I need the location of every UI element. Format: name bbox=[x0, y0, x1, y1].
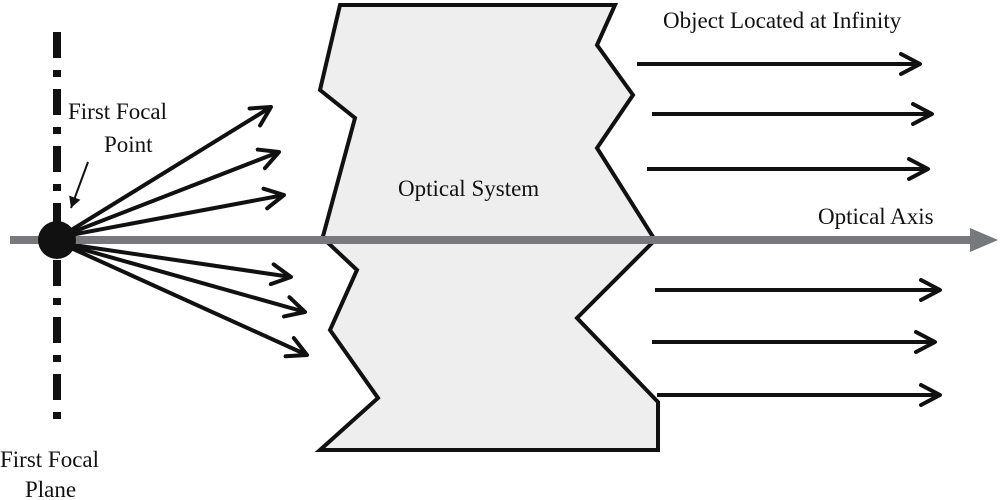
diverging-rays bbox=[58, 105, 309, 359]
diverging-ray bbox=[58, 105, 273, 239]
diverging-ray bbox=[59, 241, 293, 287]
diverging-ray bbox=[59, 241, 309, 359]
parallel-rays bbox=[637, 52, 942, 407]
first-focal-plane-label-line2: Plane bbox=[25, 477, 76, 500]
first-focal-point-label-line1: First Focal bbox=[68, 99, 167, 124]
optical-axis-arrowhead bbox=[970, 228, 998, 252]
optical-system-lower bbox=[314, 238, 660, 452]
diverging-ray bbox=[59, 186, 286, 239]
focal-point-pointer-arrow bbox=[69, 161, 89, 209]
optical-axis-label: Optical Axis bbox=[818, 204, 934, 229]
first-focal-point-label-line2: Point bbox=[104, 132, 153, 157]
optical-system-upper bbox=[317, 3, 659, 242]
first-focal-plane-label-line1: First Focal bbox=[0, 447, 99, 472]
optical-system-label: Optical System bbox=[398, 176, 539, 201]
first-focal-point-dot bbox=[38, 221, 76, 259]
diverging-ray bbox=[59, 241, 307, 319]
object-at-infinity-label: Object Located at Infinity bbox=[663, 8, 902, 33]
diverging-ray bbox=[59, 147, 281, 239]
